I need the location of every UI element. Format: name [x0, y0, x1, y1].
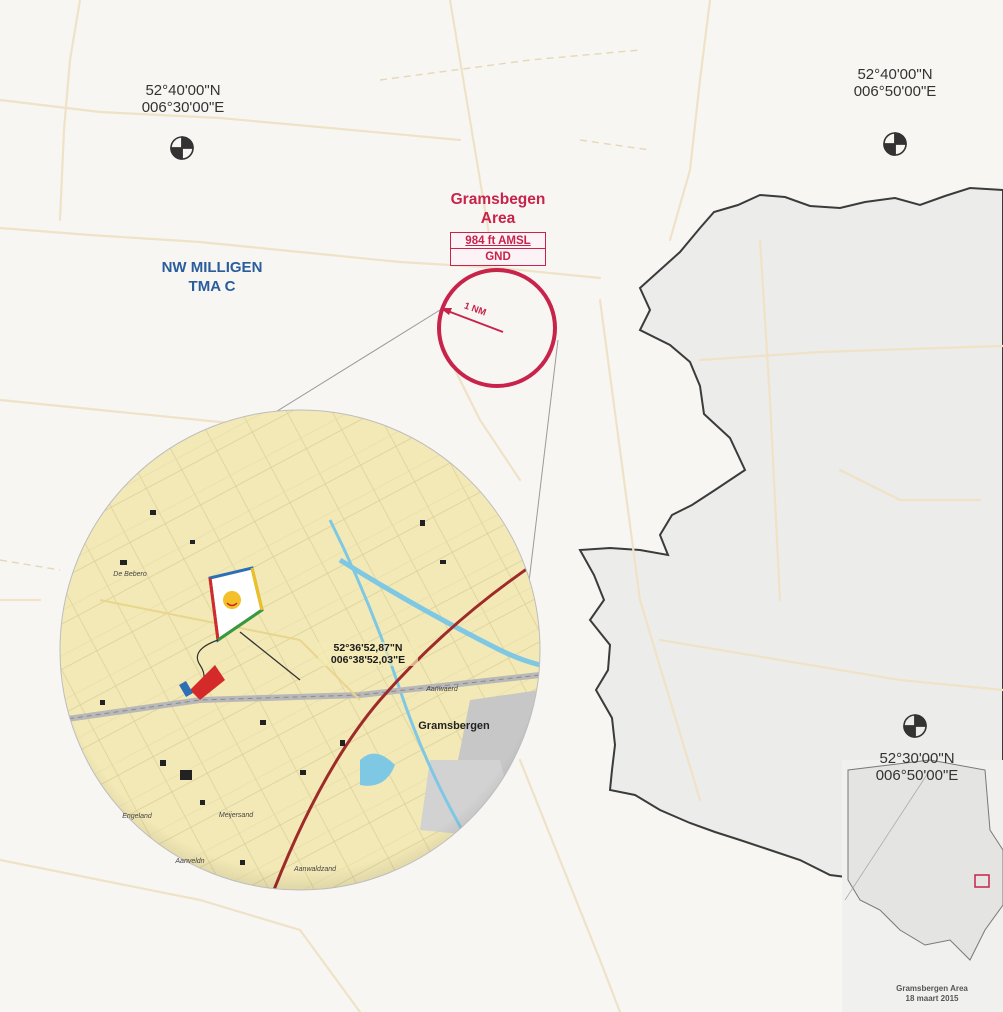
reference-point-label: 52°40'00"N 006°50'00"E [836, 66, 954, 100]
longitude-text: 006°50'00"E [853, 83, 937, 100]
area-name-suffix: Area [480, 210, 516, 227]
place-label: Aanveldn [175, 858, 205, 865]
longitude-text: 006°30'00"E [141, 99, 225, 116]
inset-title: Gramsbergen Area [896, 984, 968, 993]
radius-arrowhead [440, 308, 452, 315]
reference-point-icon [903, 714, 927, 738]
inset-area-marker [974, 874, 990, 888]
latitude-text: 52°40'00"N [145, 82, 221, 99]
gramsbergen-area-circle [437, 268, 557, 388]
detail-circle-shading [59, 409, 541, 891]
tma-label: NW MILLIGEN TMA C [150, 258, 274, 296]
place-label: De Bebero [113, 571, 147, 578]
longitude-text: 006°50'00"E [875, 767, 959, 784]
inset-caption: Gramsbergen Area 18 maart 2015 [872, 984, 992, 1004]
tma-class: TMA C [188, 278, 236, 295]
reference-point-icon [170, 136, 194, 160]
inset-date: 18 maart 2015 [905, 994, 959, 1003]
overview-inset-map [842, 759, 1003, 1012]
reference-point-label: 52°40'00"N 006°30'00"E [128, 82, 238, 116]
place-label: Aanwaldzand [293, 866, 337, 873]
place-label: Meijersand [218, 812, 254, 819]
town-label: Gramsbergen [418, 720, 490, 732]
latitude-text: 52°30'00"N [879, 750, 955, 767]
place-label: Aanwaerd [426, 686, 458, 693]
tma-boundary-dashed [0, 49, 651, 571]
detail-coordinate-label: 52°36'52,87"N 006°38'52,03"E [318, 642, 418, 666]
area-name: Gramsbegen [450, 191, 546, 208]
tma-name: NW MILLIGEN [161, 259, 263, 276]
latitude-text: 52°36'52,87"N [333, 642, 403, 654]
upper-limit: 984 ft AMSL [451, 233, 545, 249]
vertical-limits-box: 984 ft AMSL GND [450, 232, 546, 266]
area-title: Gramsbegen Area [430, 190, 566, 228]
radius-arrow [444, 309, 504, 333]
reference-point-label: 52°30'00"N 006°50'00"E [858, 750, 976, 784]
lower-limit: GND [485, 251, 511, 263]
latitude-text: 52°40'00"N [857, 66, 933, 83]
place-label: Engeland [122, 813, 152, 820]
germany-region [578, 186, 1003, 881]
reference-point-icon [883, 132, 907, 156]
longitude-text: 006°38'52,03"E [330, 654, 406, 666]
